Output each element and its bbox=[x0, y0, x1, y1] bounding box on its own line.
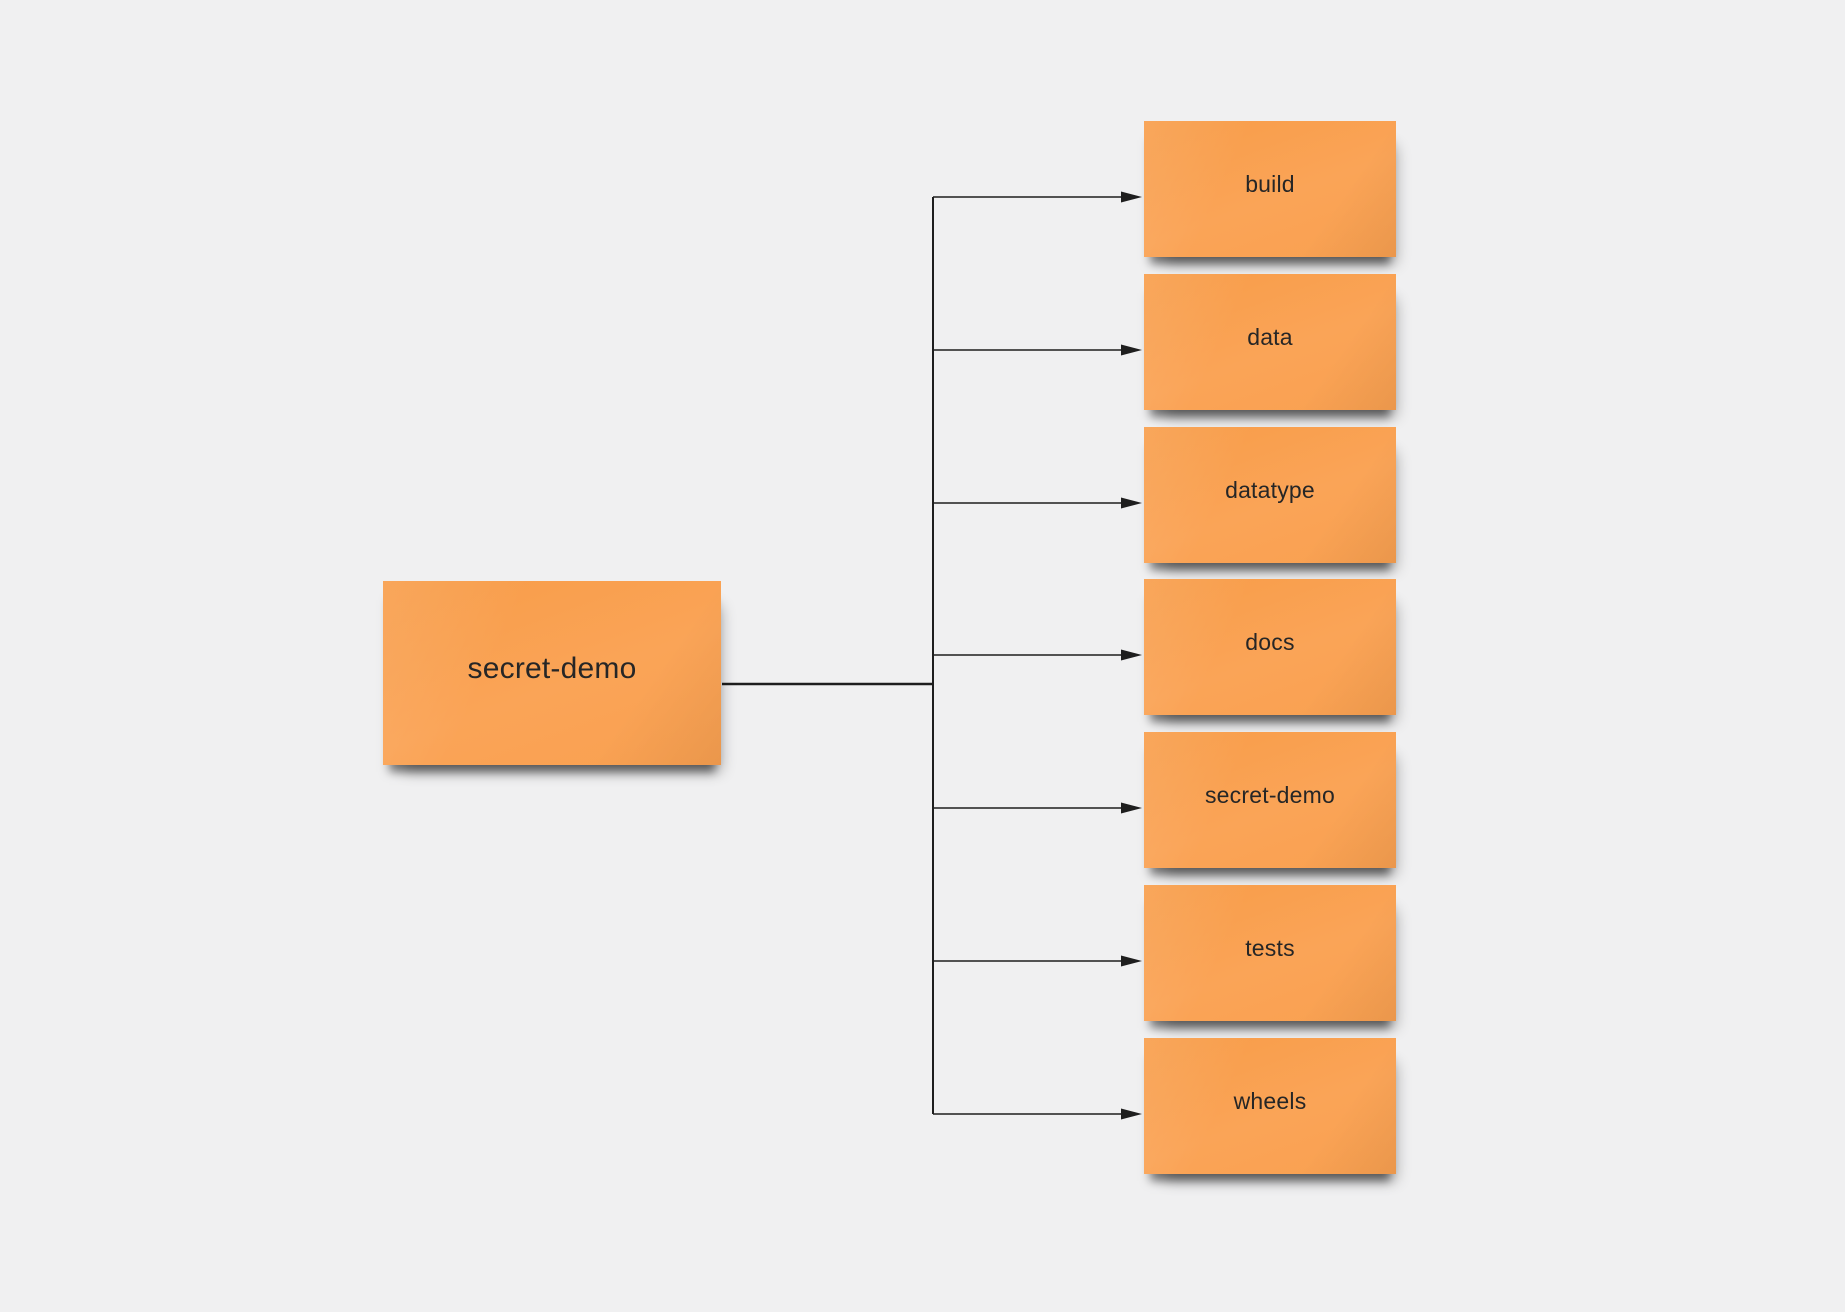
arrow-docs bbox=[933, 649, 1142, 661]
arrow-datatype bbox=[933, 497, 1142, 509]
root-node-label: secret-demo bbox=[467, 651, 637, 685]
child-node-build[interactable]: build bbox=[1144, 121, 1396, 257]
child-node-wheels[interactable]: wheels bbox=[1144, 1038, 1396, 1174]
child-node-label: wheels bbox=[1233, 1088, 1307, 1114]
arrow-secret-demo bbox=[933, 802, 1142, 814]
child-node-label: data bbox=[1247, 324, 1293, 350]
child-node-label: build bbox=[1245, 171, 1295, 197]
child-node-label: secret-demo bbox=[1204, 782, 1336, 808]
arrow-data bbox=[933, 344, 1142, 356]
child-node-label: docs bbox=[1245, 629, 1295, 655]
child-node-data[interactable]: data bbox=[1144, 274, 1396, 410]
root-node[interactable]: secret-demo bbox=[383, 581, 721, 765]
child-node-datatype[interactable]: datatype bbox=[1144, 427, 1396, 563]
arrow-build bbox=[933, 191, 1142, 203]
arrow-wheels bbox=[933, 1108, 1142, 1120]
child-node-docs[interactable]: docs bbox=[1144, 579, 1396, 715]
child-node-tests[interactable]: tests bbox=[1144, 885, 1396, 1021]
child-node-label: datatype bbox=[1225, 477, 1315, 503]
child-node-secret-demo[interactable]: secret-demo bbox=[1144, 732, 1396, 868]
arrow-tests bbox=[933, 955, 1142, 967]
child-node-label: tests bbox=[1245, 935, 1295, 961]
